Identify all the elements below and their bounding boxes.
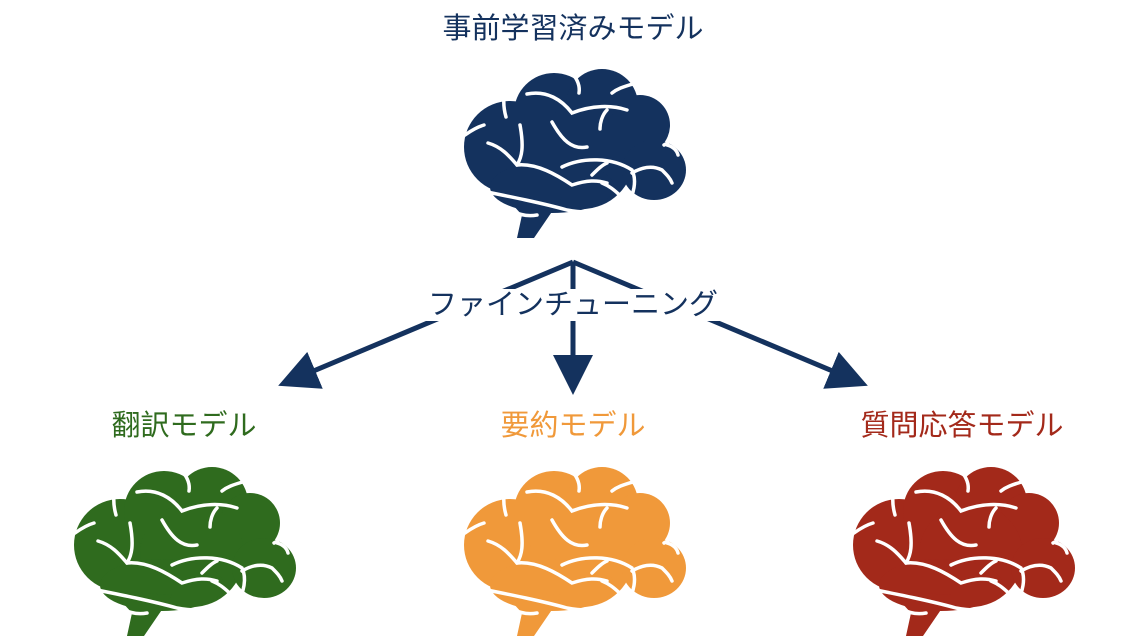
arrow-to-translation	[278, 259, 574, 389]
fine-tuning-arrows	[278, 259, 868, 395]
qa-brain-icon	[851, 465, 1077, 638]
summarization-brain-icon	[462, 465, 688, 638]
fine-tuning-label: ファインチューニング	[425, 287, 721, 321]
translation-brain-icon	[72, 465, 298, 638]
qa-model-label: 質問応答モデル	[860, 408, 1064, 442]
arrow-to-qa	[572, 259, 868, 389]
translation-model-label: 翻訳モデル	[111, 408, 257, 442]
pretrained-model-title: 事前学習済みモデル	[442, 11, 704, 45]
summarization-model-label: 要約モデル	[500, 408, 646, 442]
pretrained-brain-icon	[462, 67, 688, 240]
